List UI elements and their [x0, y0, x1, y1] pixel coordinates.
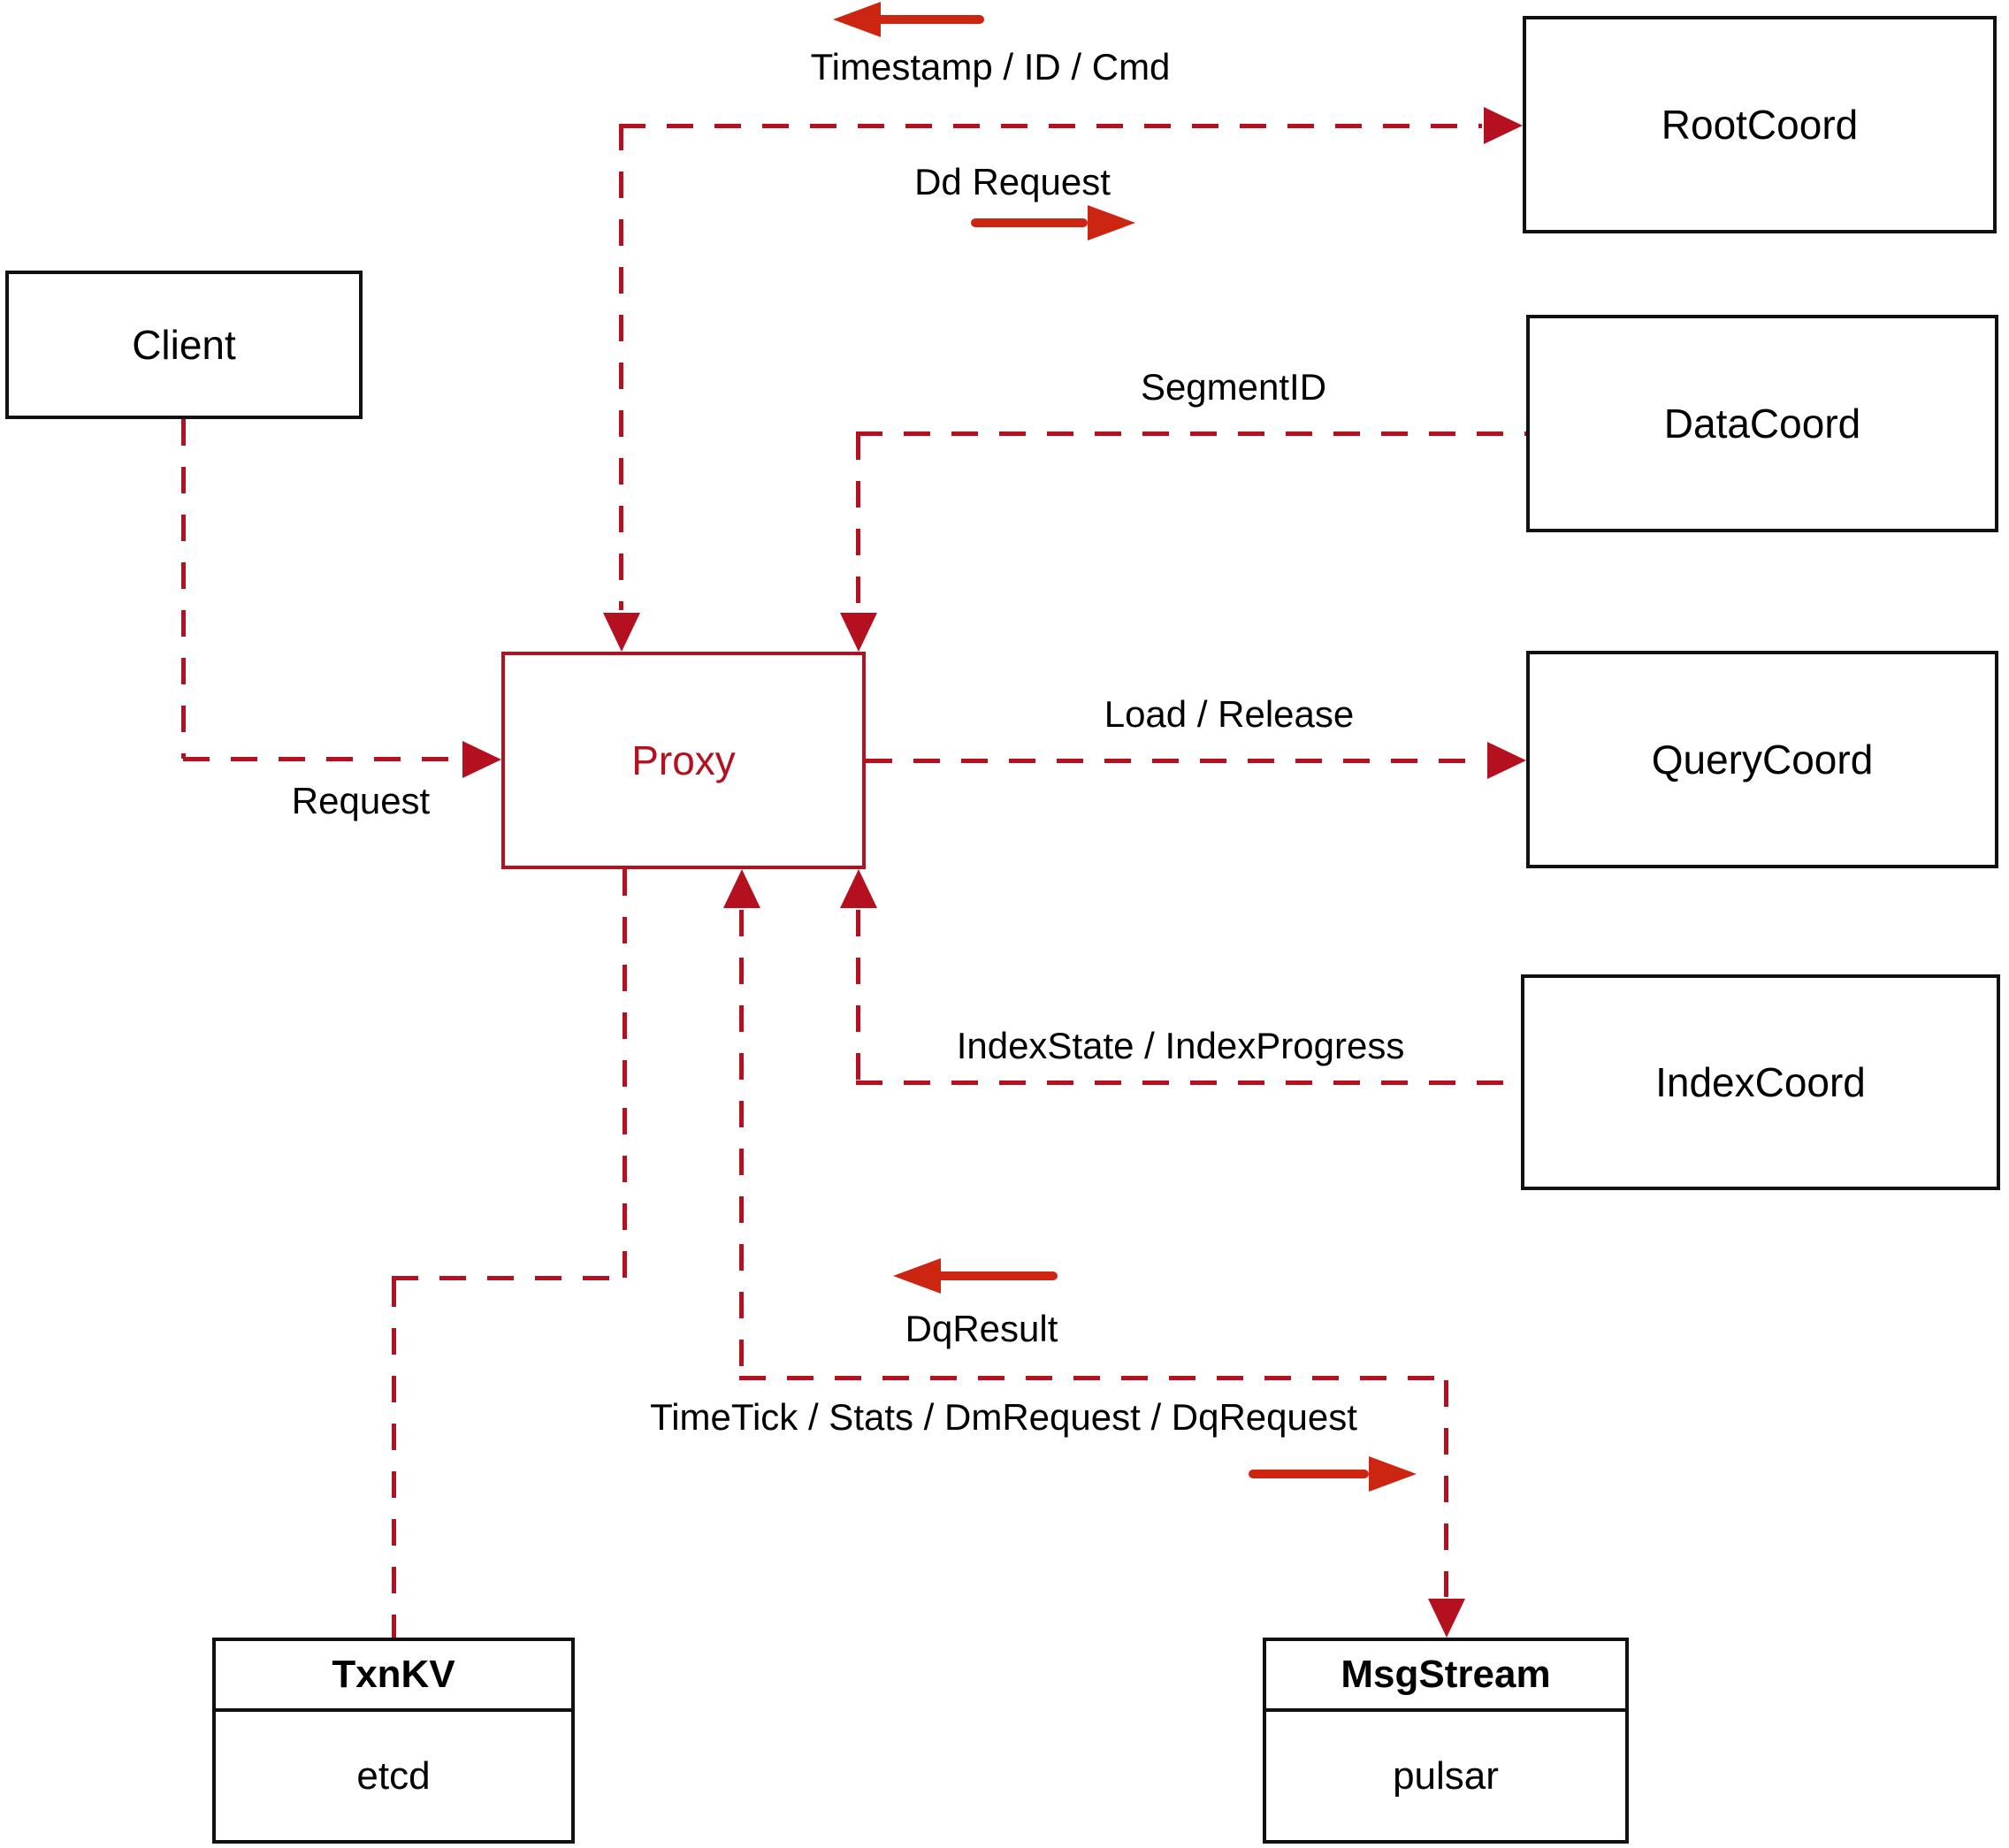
direction-arrow-right-dqrequest [1249, 1456, 1417, 1492]
arrow-right-icon [1369, 1456, 1417, 1492]
node-txnkv-impl: etcd [356, 1753, 431, 1798]
node-indexcoord: IndexCoord [1521, 974, 2000, 1190]
node-proxy: Proxy [501, 652, 866, 869]
edge-label-index-state: IndexState / IndexProgress [956, 1025, 1405, 1066]
arrowhead-into-proxy-left [462, 741, 501, 778]
edge-label-timestamp-id-cmd: Timestamp / ID / Cmd [810, 46, 1171, 88]
node-querycoord-label: QueryCoord [1651, 737, 1874, 783]
edge-label-dq-result: DqResult [905, 1308, 1058, 1349]
node-querycoord: QueryCoord [1526, 651, 1998, 868]
direction-arrow-right-dd-request [971, 205, 1135, 241]
node-indexcoord-label: IndexCoord [1655, 1059, 1866, 1105]
edge-label-dd-request: Dd Request [914, 161, 1111, 202]
edge-datacoord-vertical [856, 433, 860, 611]
arrowhead-into-proxy-bottom-right [840, 869, 877, 908]
edge-label-request: Request [291, 780, 431, 821]
node-rootcoord-label: RootCoord [1661, 102, 1859, 148]
arrowhead-into-querycoord [1487, 742, 1526, 779]
edge-msgstream-horizontal [739, 1376, 1447, 1380]
node-client-label: Client [132, 322, 236, 368]
node-txnkv: TxnKV etcd [212, 1638, 575, 1844]
node-rootcoord: RootCoord [1523, 16, 1997, 233]
arrow-right-icon [1088, 205, 1135, 241]
node-proxy-label: Proxy [631, 737, 736, 783]
edge-indexcoord-vertical [856, 910, 860, 1081]
node-txnkv-title: TxnKV [216, 1641, 571, 1712]
edge-client-proxy-vertical [181, 419, 186, 759]
node-client: Client [5, 271, 363, 419]
node-msgstream-title: MsgStream [1266, 1641, 1625, 1712]
edge-txnkv-vertical-right [623, 869, 627, 1278]
edge-rootcoord-horizontal [619, 124, 1482, 128]
arrowhead-into-rootcoord [1484, 107, 1523, 144]
edge-label-load-release: Load / Release [1104, 693, 1355, 735]
edge-msgstream-vertical-left [739, 910, 744, 1378]
arrowhead-into-proxy-top-left [603, 613, 640, 652]
edge-txnkv-horizontal [392, 1276, 627, 1280]
node-msgstream-impl: pulsar [1393, 1753, 1499, 1798]
edge-client-proxy-horizontal [183, 757, 461, 761]
edge-txnkv-vertical-left [392, 1280, 396, 1638]
edge-msgstream-vertical-right [1444, 1380, 1448, 1597]
node-datacoord: DataCoord [1526, 315, 1998, 532]
node-datacoord-label: DataCoord [1663, 401, 1861, 447]
edge-indexcoord-horizontal [856, 1081, 1521, 1085]
direction-arrow-left-timestamp [833, 2, 988, 37]
edge-datacoord-horizontal [856, 431, 1526, 436]
edge-querycoord-horizontal [866, 759, 1484, 763]
edge-label-segment-id: SegmentID [1140, 366, 1327, 408]
node-msgstream: MsgStream pulsar [1263, 1638, 1629, 1844]
arrowhead-into-proxy-top-right [840, 613, 877, 652]
edge-label-timetick-stats: TimeTick / Stats / DmRequest / DqRequest [650, 1396, 1357, 1438]
arrowhead-into-msgstream [1428, 1599, 1465, 1638]
edge-rootcoord-proxy-vertical [619, 124, 623, 610]
direction-arrow-left-dqresult [893, 1258, 1061, 1294]
arrowhead-into-proxy-bottom-left [723, 869, 760, 908]
